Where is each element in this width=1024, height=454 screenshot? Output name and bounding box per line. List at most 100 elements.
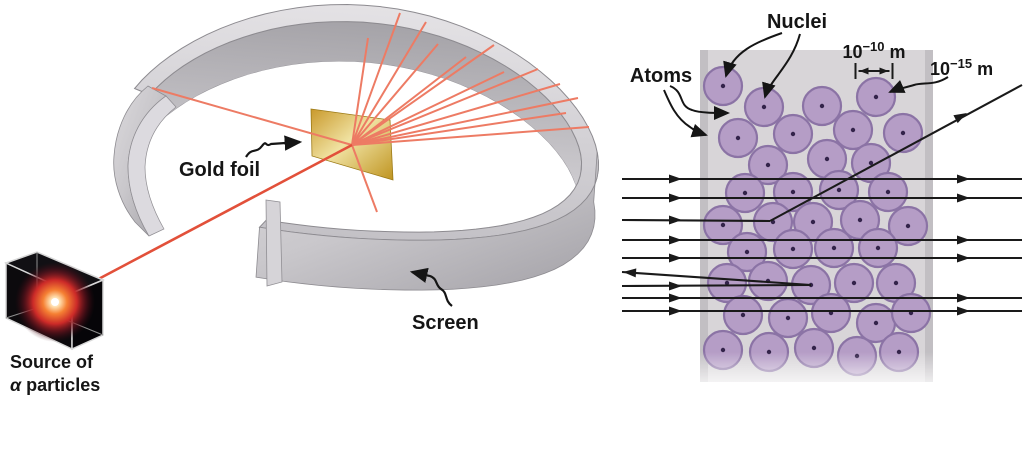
nuclei-pointer-arrow-right — [762, 33, 801, 99]
nucleus-dot — [819, 103, 825, 109]
arrowhead — [957, 253, 970, 263]
dimension-arrowhead-left — [859, 67, 869, 75]
alpha-ray — [351, 56, 467, 146]
alpha-ray — [351, 71, 505, 146]
nucleus-dot — [742, 190, 748, 196]
arrowhead — [957, 174, 970, 184]
arrowhead — [669, 293, 682, 303]
arrowhead — [669, 253, 682, 263]
atoms-label: Atoms — [630, 65, 692, 87]
source-label-line2: α particles — [10, 375, 100, 395]
alpha-track-backscatter-return — [621, 270, 812, 287]
arrowhead — [669, 235, 682, 245]
nucleus-dot — [720, 83, 726, 89]
nucleus-scale-exponent: −15 — [950, 56, 972, 71]
nucleus-dot — [851, 280, 857, 286]
nucleus-dot — [790, 131, 796, 137]
nucleus-dot — [790, 246, 796, 252]
arrowhead — [669, 193, 682, 203]
gold-foil-label: Gold foil — [179, 159, 260, 181]
arrowhead — [953, 113, 967, 124]
alpha-beam — [54, 143, 353, 304]
screen-label: Screen — [412, 312, 479, 334]
arrowhead — [623, 268, 637, 278]
screen-right-cut-face — [265, 199, 283, 287]
gold-foil-pointer-arrow — [245, 135, 303, 158]
nucleus-dot — [790, 189, 796, 195]
atom-scale-unit: m — [885, 42, 906, 62]
nucleus-dot — [868, 160, 874, 166]
atom-scale-exponent: −10 — [862, 39, 884, 54]
alpha-ray — [351, 68, 539, 146]
alpha-ray — [351, 12, 401, 146]
nucleus-dot — [744, 249, 750, 255]
arrowhead — [669, 281, 682, 291]
alpha-ray — [351, 83, 561, 146]
alpha-track-deflected-exit — [769, 84, 1023, 222]
alpha-ray — [351, 112, 567, 146]
glow-core — [51, 298, 59, 306]
nucleus-dot — [765, 162, 771, 168]
alpha-ray — [351, 21, 427, 146]
particle-tracks-group — [621, 84, 1023, 316]
nucleus-scale-unit: m — [972, 59, 993, 79]
nuclei-pointer-arrow-left — [723, 32, 783, 78]
nucleus-dot — [900, 130, 906, 136]
nucleus-dot — [785, 315, 791, 321]
alpha-track-deflected-entry — [621, 218, 771, 223]
alpha-ray — [351, 97, 579, 146]
nucleus-dot — [811, 345, 817, 351]
arrowhead — [957, 306, 970, 316]
scattered-rays-group — [151, 12, 590, 213]
nucleus-dot — [740, 312, 746, 318]
dimension-arrowhead-right — [879, 67, 889, 75]
arrowhead — [669, 215, 682, 225]
nucleus-dot — [850, 127, 856, 133]
alpha-source-box — [3, 251, 105, 351]
arrowhead — [957, 235, 970, 245]
screen-pointer-arrow — [409, 267, 453, 307]
atoms-pointer-arrow-upper — [669, 85, 730, 120]
source-label-line1: Source of — [10, 352, 94, 372]
atom-scale-base: 10 — [842, 42, 862, 62]
atom-size-dimension-marker — [854, 63, 894, 79]
nucleus-dot — [810, 219, 816, 225]
atoms-pointer-arrow-lower — [663, 89, 708, 138]
foil-left-edge — [700, 50, 708, 382]
nucleus-scale-base: 10 — [930, 59, 950, 79]
arrowhead — [957, 293, 970, 303]
nucleus-dot — [885, 189, 891, 195]
arrowhead — [669, 306, 682, 316]
arrowhead — [669, 174, 682, 184]
nucleus-dot — [735, 135, 741, 141]
alpha-track-backscatter-entry — [621, 283, 812, 288]
screen-left-cut-face — [127, 95, 177, 237]
nucleus-dot — [824, 156, 830, 162]
alpha-ray — [351, 126, 590, 146]
nuclei-label: Nuclei — [767, 11, 827, 33]
atom-scale-label: 10−10 m — [842, 39, 905, 62]
nucleus-scale-label: 10−15 m — [930, 56, 993, 79]
nucleus-dot — [761, 104, 767, 110]
alpha-ray — [351, 37, 369, 146]
foil-right-edge — [925, 50, 933, 382]
nucleus-dot — [831, 245, 837, 251]
particles-text: particles — [21, 375, 100, 395]
nucleus-dot — [720, 222, 726, 228]
nucleus-dot — [875, 245, 881, 251]
nucleus-dot — [893, 280, 899, 286]
alpha-ray — [351, 43, 439, 146]
alpha-ray — [351, 44, 495, 146]
nucleus-dot — [905, 223, 911, 229]
nucleus-dot — [873, 94, 879, 100]
nucleus-dot — [724, 280, 730, 286]
nucleus-dot — [873, 320, 879, 326]
nucleus-dot — [857, 217, 863, 223]
arrowhead — [957, 193, 970, 203]
apparatus-diagram: Gold foil Screen Source of α particles — [3, 4, 599, 395]
nucleus-size-pointer-arrow — [888, 76, 949, 93]
foil-bottom-fade — [694, 352, 940, 394]
atomic-view-diagram: Nuclei Atoms 10−10 m 10−15 m — [621, 11, 1023, 394]
alpha-ray — [151, 87, 353, 146]
